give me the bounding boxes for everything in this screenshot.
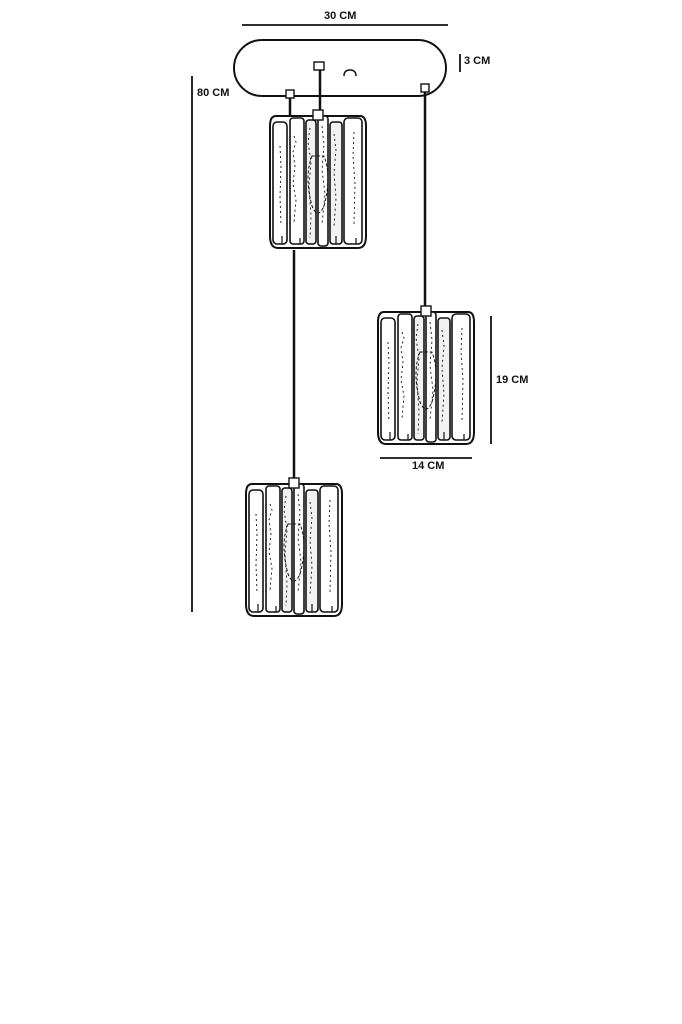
pendant-shade-upper — [269, 109, 367, 249]
suspension-cords — [288, 70, 427, 484]
shade-width-label: 14 CM — [412, 460, 445, 472]
canopy-height-label: 3 CM — [464, 55, 491, 67]
total-drop-label: 80 CM — [197, 87, 230, 99]
ceiling-canopy — [233, 39, 447, 99]
pendant-shade-lower — [245, 477, 343, 617]
pendant-shade-right — [377, 305, 475, 445]
shade-height-label: 19 CM — [496, 374, 529, 386]
dimension-lines — [191, 24, 492, 612]
canopy-width-label: 30 CM — [324, 10, 357, 22]
